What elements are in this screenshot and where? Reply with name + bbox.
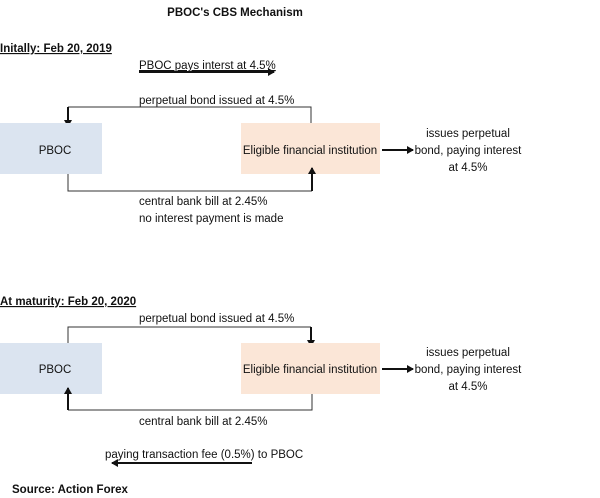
maturity-section: At maturity: Feb 20, 2020 perpetual bond… <box>0 296 523 467</box>
bottom-flow-label-2: no interest payment is made <box>139 213 283 225</box>
institution-label: Eligible financial institution <box>243 145 377 157</box>
interest-label: PBOC pays interst at 4.5% <box>139 60 276 72</box>
issues-line-3: at 4.5% <box>449 381 488 393</box>
bottom-flow-label-1: central bank bill at 2.45% <box>139 196 268 208</box>
bottom-flow-line <box>68 394 313 411</box>
maturity-heading: At maturity: Feb 20, 2020 <box>0 296 136 308</box>
top-flow-line <box>68 106 312 123</box>
institution-box <box>241 343 380 394</box>
pboc-box <box>0 123 102 174</box>
pboc-label: PBOC <box>39 145 72 157</box>
initial-section: Initally: Feb 20, 2019 PBOC pays interst… <box>0 43 522 225</box>
institution-box <box>241 123 380 174</box>
issues-line-3: at 4.5% <box>449 162 488 174</box>
top-flow-label: perpetual bond issued at 4.5% <box>139 313 294 325</box>
top-flow-line <box>67 326 311 343</box>
initial-heading: Initally: Feb 20, 2019 <box>0 43 112 55</box>
issues-line-1: issues perpetual <box>426 347 510 359</box>
issues-line-1: issues perpetual <box>426 128 510 140</box>
bottom-flow-line <box>67 174 312 192</box>
bottom-flow-label: central bank bill at 2.45% <box>139 416 268 428</box>
source-note: Source: Action Forex <box>12 484 128 496</box>
issues-line-2: bond, paying interest <box>415 364 523 376</box>
pboc-label: PBOC <box>39 364 72 376</box>
top-flow-label: perpetual bond issued at 4.5% <box>139 95 294 107</box>
pboc-box <box>0 343 102 394</box>
issues-line-2: bond, paying interest <box>415 145 523 157</box>
fee-label: paying transaction fee (0.5%) to PBOC <box>105 449 303 461</box>
diagram-title: PBOC's CBS Mechanism <box>167 7 303 19</box>
institution-label: Eligible financial institution <box>243 364 377 376</box>
